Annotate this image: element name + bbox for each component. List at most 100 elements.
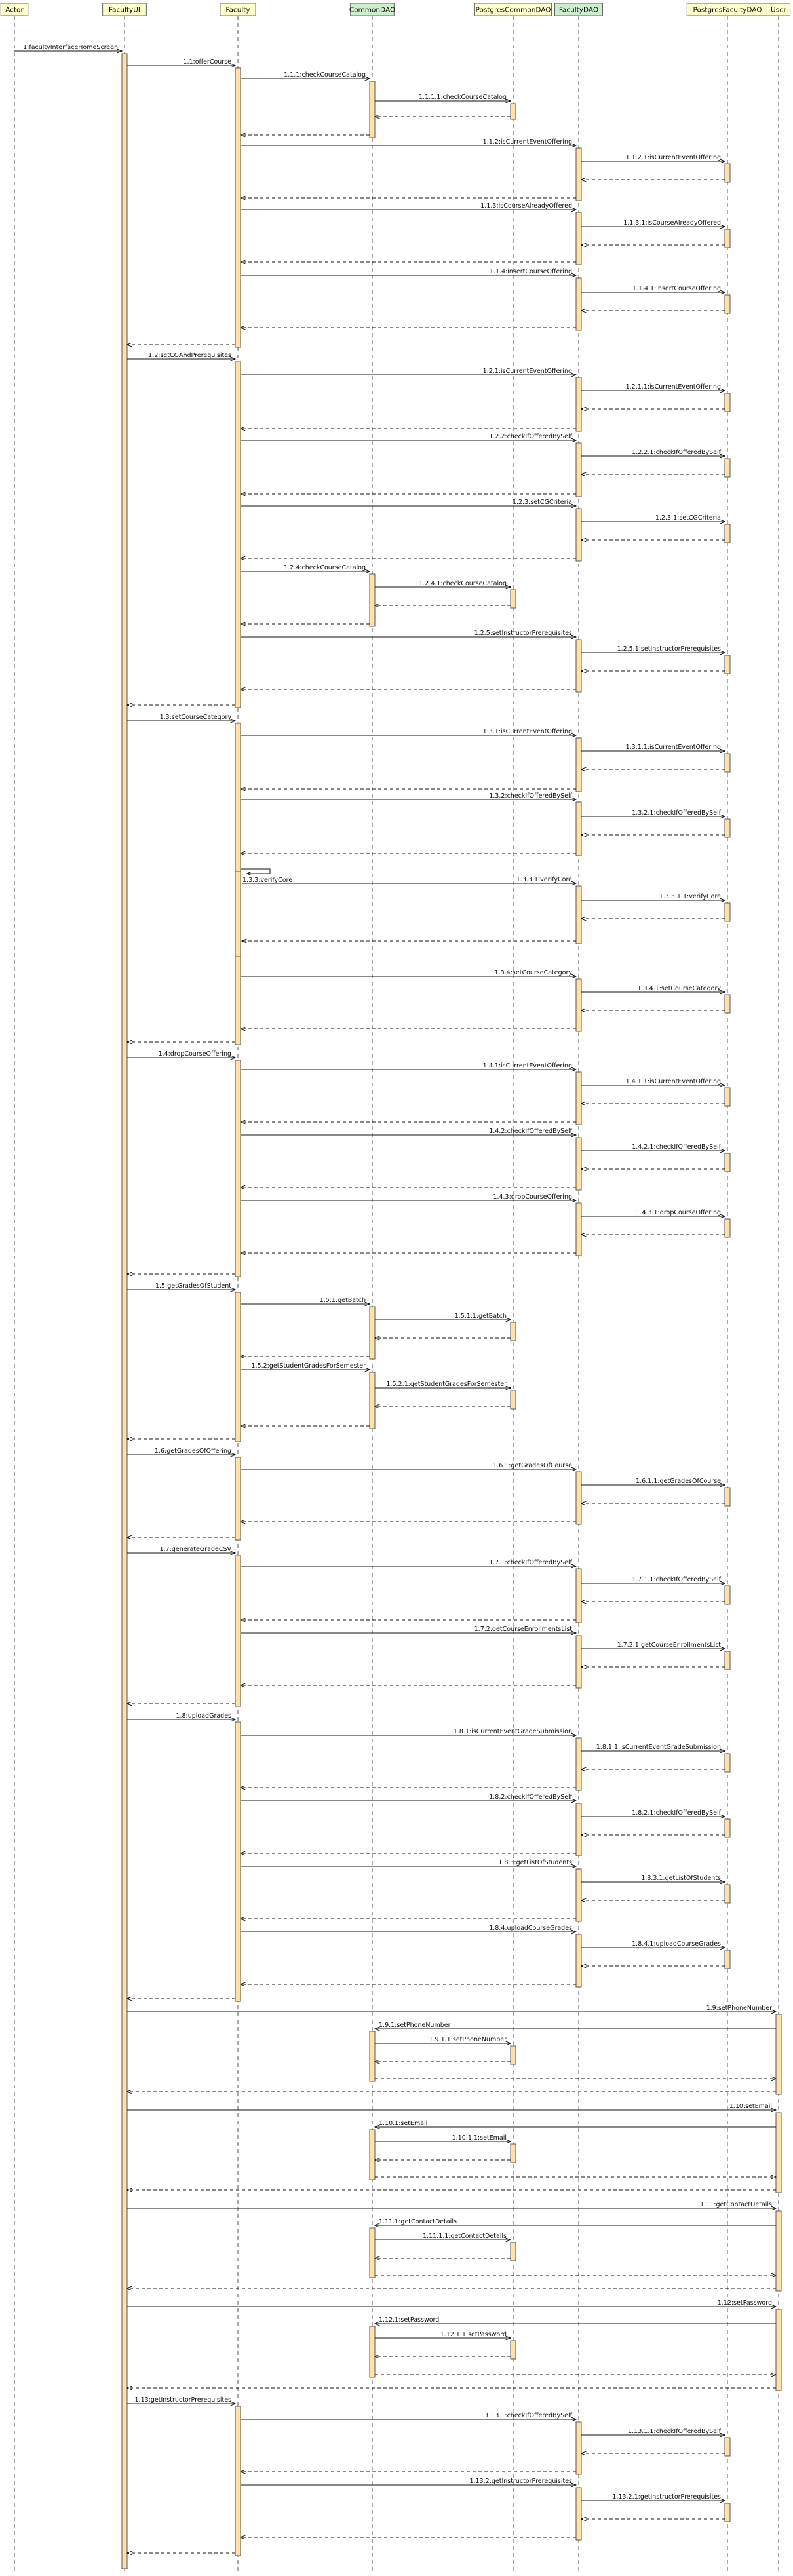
message: 1.12:setPassword [127, 2299, 776, 2388]
message: 1.5:getGradesOfStudent [127, 1282, 235, 1439]
participant-box-postgrescommondao [474, 3, 552, 16]
activation-bar [369, 2227, 376, 2278]
activation-bar [724, 2437, 731, 2457]
message-label: 1.5.1:getBatch [320, 1297, 366, 1304]
activation-bar [575, 801, 582, 856]
message-label: 1.3:setCourseCategory [160, 714, 232, 721]
message: 1.4.2.1:checkIfOfferedBySelf [581, 1144, 725, 1169]
message-label: 1.12.1:setPassword [379, 2316, 439, 2324]
message-label: 1.3.2.1:checkIfOfferedBySelf [632, 809, 721, 817]
participant-label-facultyui: FacultyUI [109, 7, 140, 14]
activation-bar [775, 2210, 782, 2292]
message: 1.3.1.1:isCurrentEventOffering [581, 744, 725, 769]
activation-bar [369, 1372, 376, 1429]
activation-bar [235, 1721, 241, 2002]
message-label: 1.3.3.1:verifyCore [516, 876, 572, 883]
activation-bar [575, 885, 582, 944]
activation-bar [235, 67, 241, 348]
activation-bar [510, 2045, 516, 2065]
participant-box-commondao [350, 3, 395, 16]
message: 1.6.1.1:getGradesOfCourse [581, 1478, 725, 1503]
message-label: 1.10:setEmail [729, 2103, 772, 2110]
message: 1.5.2:getStudentGradesForSemester [241, 1362, 370, 1426]
message-label: 1.1:offerCourse [183, 58, 231, 66]
message: 1.11:getContactDetails [127, 2201, 776, 2288]
message: 1.5.2.1:getStudentGradesForSemester [375, 1381, 511, 1406]
message: 1.2.5.1:setInstructorPrerequisites [581, 645, 725, 671]
message: 1.2.3:setCGCriteria [241, 499, 576, 558]
message: 1.3.2:checkIfOfferedBySelf [241, 792, 576, 853]
message-label: 1.9.1:setPhoneNumber [379, 2022, 451, 2029]
message-label: 1.11.1:getContactDetails [379, 2218, 457, 2225]
message: 1.3.4:setCourseCategory [241, 969, 576, 1029]
message-label: 1:facultyInterfaceHomeScreen [23, 44, 118, 51]
activation-bar [369, 2326, 376, 2378]
message-label: 1.4.1.1:isCurrentEventOffering [626, 1078, 721, 1085]
message: 1.11.1:getContactDetails [375, 2218, 776, 2275]
activation-bar [575, 2487, 582, 2541]
activation-bar [369, 573, 376, 627]
message-label: 1.13.2.1:getInstructorPrerequisites [612, 2493, 721, 2501]
message-label: 1.8.4:uploadCourseGrades [489, 1925, 572, 1932]
message-label: 1.3.3.1.1:verifyCore [659, 893, 721, 900]
activation-bar [510, 103, 516, 120]
message: 1.10:setEmail [127, 2103, 776, 2190]
participant-label-user: User [771, 7, 787, 14]
message-label: 1.3.1.1:isCurrentEventOffering [626, 744, 721, 751]
message: 1.3:setCourseCategory [127, 714, 235, 1042]
activation-bar [775, 2014, 782, 2095]
message-label: 1.6.1.1:getGradesOfCourse [636, 1478, 721, 1485]
message: 1.13.1:checkIfOfferedBySelf [241, 2412, 576, 2472]
message: 1.8.2.1:checkIfOfferedBySelf [581, 1809, 725, 1835]
message: 1.1.4.1:insertCourseOffering [581, 285, 725, 311]
message: 1.8.1:isCurrentEventGradeSubmission [241, 1728, 576, 1788]
activation-bar [775, 2309, 782, 2391]
participant-box-facultyui [102, 3, 147, 16]
activation-bar [724, 994, 731, 1014]
message-label: 1.1.3.1:isCourseAlreadyOffered [623, 220, 721, 227]
message: 1.4.3:dropCourseOffering [241, 1193, 576, 1253]
activation-bar [724, 1585, 731, 1605]
activation-bar [724, 393, 731, 412]
message-label: 1.4.2.1:checkIfOfferedBySelf [632, 1144, 721, 1151]
activation-bar [235, 1292, 241, 1442]
activation-bar [121, 53, 128, 2569]
message-label: 1.1.1:checkCourseCatalog [284, 71, 366, 79]
message-label: 1.12:setPassword [718, 2299, 772, 2307]
message: 1.1:offerCourse [127, 58, 235, 345]
message-label: 1.4.3:dropCourseOffering [493, 1193, 572, 1201]
message-label: 1.7.1.1:checkIfOfferedBySelf [632, 1576, 721, 1583]
message: 1.2.2:checkIfOfferedBySelf [241, 433, 576, 494]
message: 1.10.1:setEmail [375, 2120, 776, 2177]
message: 1.1.2:isCurrentEventOffering [241, 138, 576, 198]
message-label: 1.6:getGradesOfOffering [155, 1448, 231, 1455]
activation-bar [510, 589, 516, 609]
activations [121, 53, 782, 2569]
message: 1.1.1:checkCourseCatalog [241, 71, 370, 135]
message: 1.13.1.1:checkIfOfferedBySelf [581, 2428, 725, 2453]
activation-bar [510, 2242, 516, 2261]
message-label: 1.3.4:setCourseCategory [495, 969, 573, 976]
message-label: 1.4.2:checkIfOfferedBySelf [489, 1128, 572, 1135]
message-label: 1.6.1:getGradesOfCourse [493, 1462, 572, 1469]
message-label: 1.13.2:getInstructorPrerequisites [469, 2478, 572, 2485]
message-label: 1.2.1:isCurrentEventOffering [483, 368, 572, 375]
activation-bar [575, 508, 582, 562]
message-label: 1.8.2.1:checkIfOfferedBySelf [632, 1809, 721, 1817]
message: 1.7.2:getCourseEnrollmentsList [241, 1626, 576, 1685]
participant-box-faculty [220, 3, 256, 16]
message-label: 1.2.3.1:setCGCriteria [655, 514, 721, 522]
message-label: 1.10.1.1:setEmail [452, 2134, 507, 2142]
message-label: 1.8.1.1:isCurrentEventGradeSubmission [596, 1744, 721, 1751]
message-label: 1.8.4.1:uploadCourseGrades [632, 1940, 721, 1948]
message: 1.3.1:isCurrentEventOffering [241, 728, 576, 789]
message: 1.6.1:getGradesOfCourse [241, 1462, 576, 1522]
message-label: 1.4:dropCourseOffering [158, 1050, 231, 1058]
activation-bar [369, 2129, 376, 2180]
message-label: 1.1.1.1:checkCourseCatalog [419, 94, 507, 101]
activation-bar [724, 458, 731, 478]
self-call-arrow [241, 868, 271, 874]
message-label: 1.2.4:checkCourseCatalog [284, 564, 366, 571]
activation-bar [724, 1753, 731, 1773]
